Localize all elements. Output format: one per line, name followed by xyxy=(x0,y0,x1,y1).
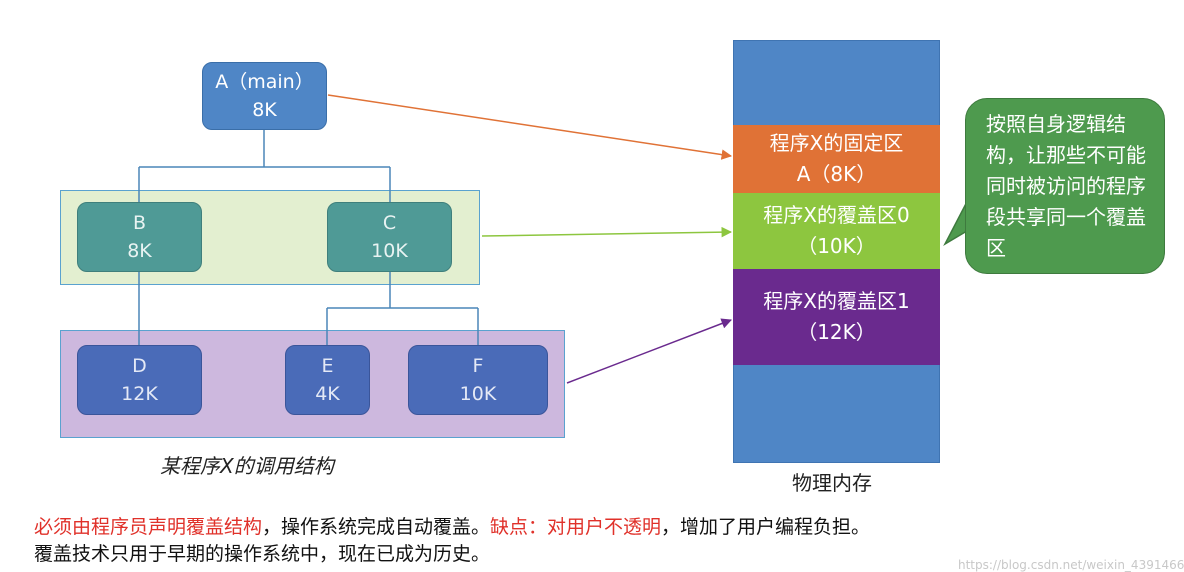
node-e-name: E xyxy=(321,355,334,377)
arrow-level1-to-overlay1 xyxy=(566,318,732,384)
callout-bubble: 按照自身逻辑结构，让那些不可能同时被访问的程序段共享同一个覆盖区 xyxy=(965,98,1165,274)
footer-highlight-1: 必须由程序员声明覆盖结构 xyxy=(34,516,263,538)
node-e-size: 4K xyxy=(315,383,340,405)
node-a: A（main） 8K xyxy=(202,62,327,130)
memory-label: 物理内存 xyxy=(792,471,872,495)
node-b-name: B xyxy=(132,212,147,234)
memory-overlay-region-0: 程序X的覆盖区0 （10K） xyxy=(733,193,940,269)
node-b: B 8K xyxy=(77,202,202,272)
node-b-size: 8K xyxy=(127,240,152,262)
footer-highlight-2: 缺点：对用户不透明 xyxy=(490,516,662,538)
footer-text-1: ，操作系统完成自动覆盖。 xyxy=(262,516,491,538)
arrow-a-to-fixed xyxy=(327,94,733,160)
footer-line-1: 必须由程序员声明覆盖结构，操作系统完成自动覆盖。缺点：对用户不透明，增加了用户编… xyxy=(34,514,1164,541)
fixed-region-detail: A（8K） xyxy=(796,162,877,186)
callout-text: 按照自身逻辑结构，让那些不可能同时被访问的程序段共享同一个覆盖区 xyxy=(986,112,1146,260)
memory-fixed-region: 程序X的固定区 A（8K） xyxy=(733,125,940,193)
arrow-level0-to-overlay0 xyxy=(481,226,733,238)
node-e: E 4K xyxy=(285,345,370,415)
node-d: D 12K xyxy=(77,345,202,415)
node-c-size: 10K xyxy=(371,240,408,262)
overlay1-detail: （12K） xyxy=(797,320,876,344)
node-a-name: A（main） xyxy=(215,71,314,93)
node-f: F 10K xyxy=(408,345,548,415)
node-c: C 10K xyxy=(327,202,452,272)
node-c-name: C xyxy=(382,212,397,234)
overlay0-title: 程序X的覆盖区0 xyxy=(763,203,910,227)
node-f-name: F xyxy=(472,355,484,377)
watermark: https://blog.csdn.net/weixin_4391466 xyxy=(958,558,1184,572)
diagram-caption: 某程序X的调用结构 xyxy=(160,454,334,478)
node-a-size: 8K xyxy=(252,99,277,121)
node-f-size: 10K xyxy=(459,383,497,405)
node-d-name: D xyxy=(132,355,147,377)
node-d-size: 12K xyxy=(121,383,158,405)
fixed-region-title: 程序X的固定区 xyxy=(769,131,904,155)
footer-line-2: 覆盖技术只用于早期的操作系统中，现在已成为历史。 xyxy=(34,543,491,565)
overlay0-detail: （10K） xyxy=(797,234,876,258)
footer-text-2: ，增加了用户编程负担。 xyxy=(661,516,871,538)
memory-overlay-region-1: 程序X的覆盖区1 （12K） xyxy=(733,269,940,365)
overlay1-title: 程序X的覆盖区1 xyxy=(763,289,910,313)
footer-notes: 必须由程序员声明覆盖结构，操作系统完成自动覆盖。缺点：对用户不透明，增加了用户编… xyxy=(34,514,1164,568)
